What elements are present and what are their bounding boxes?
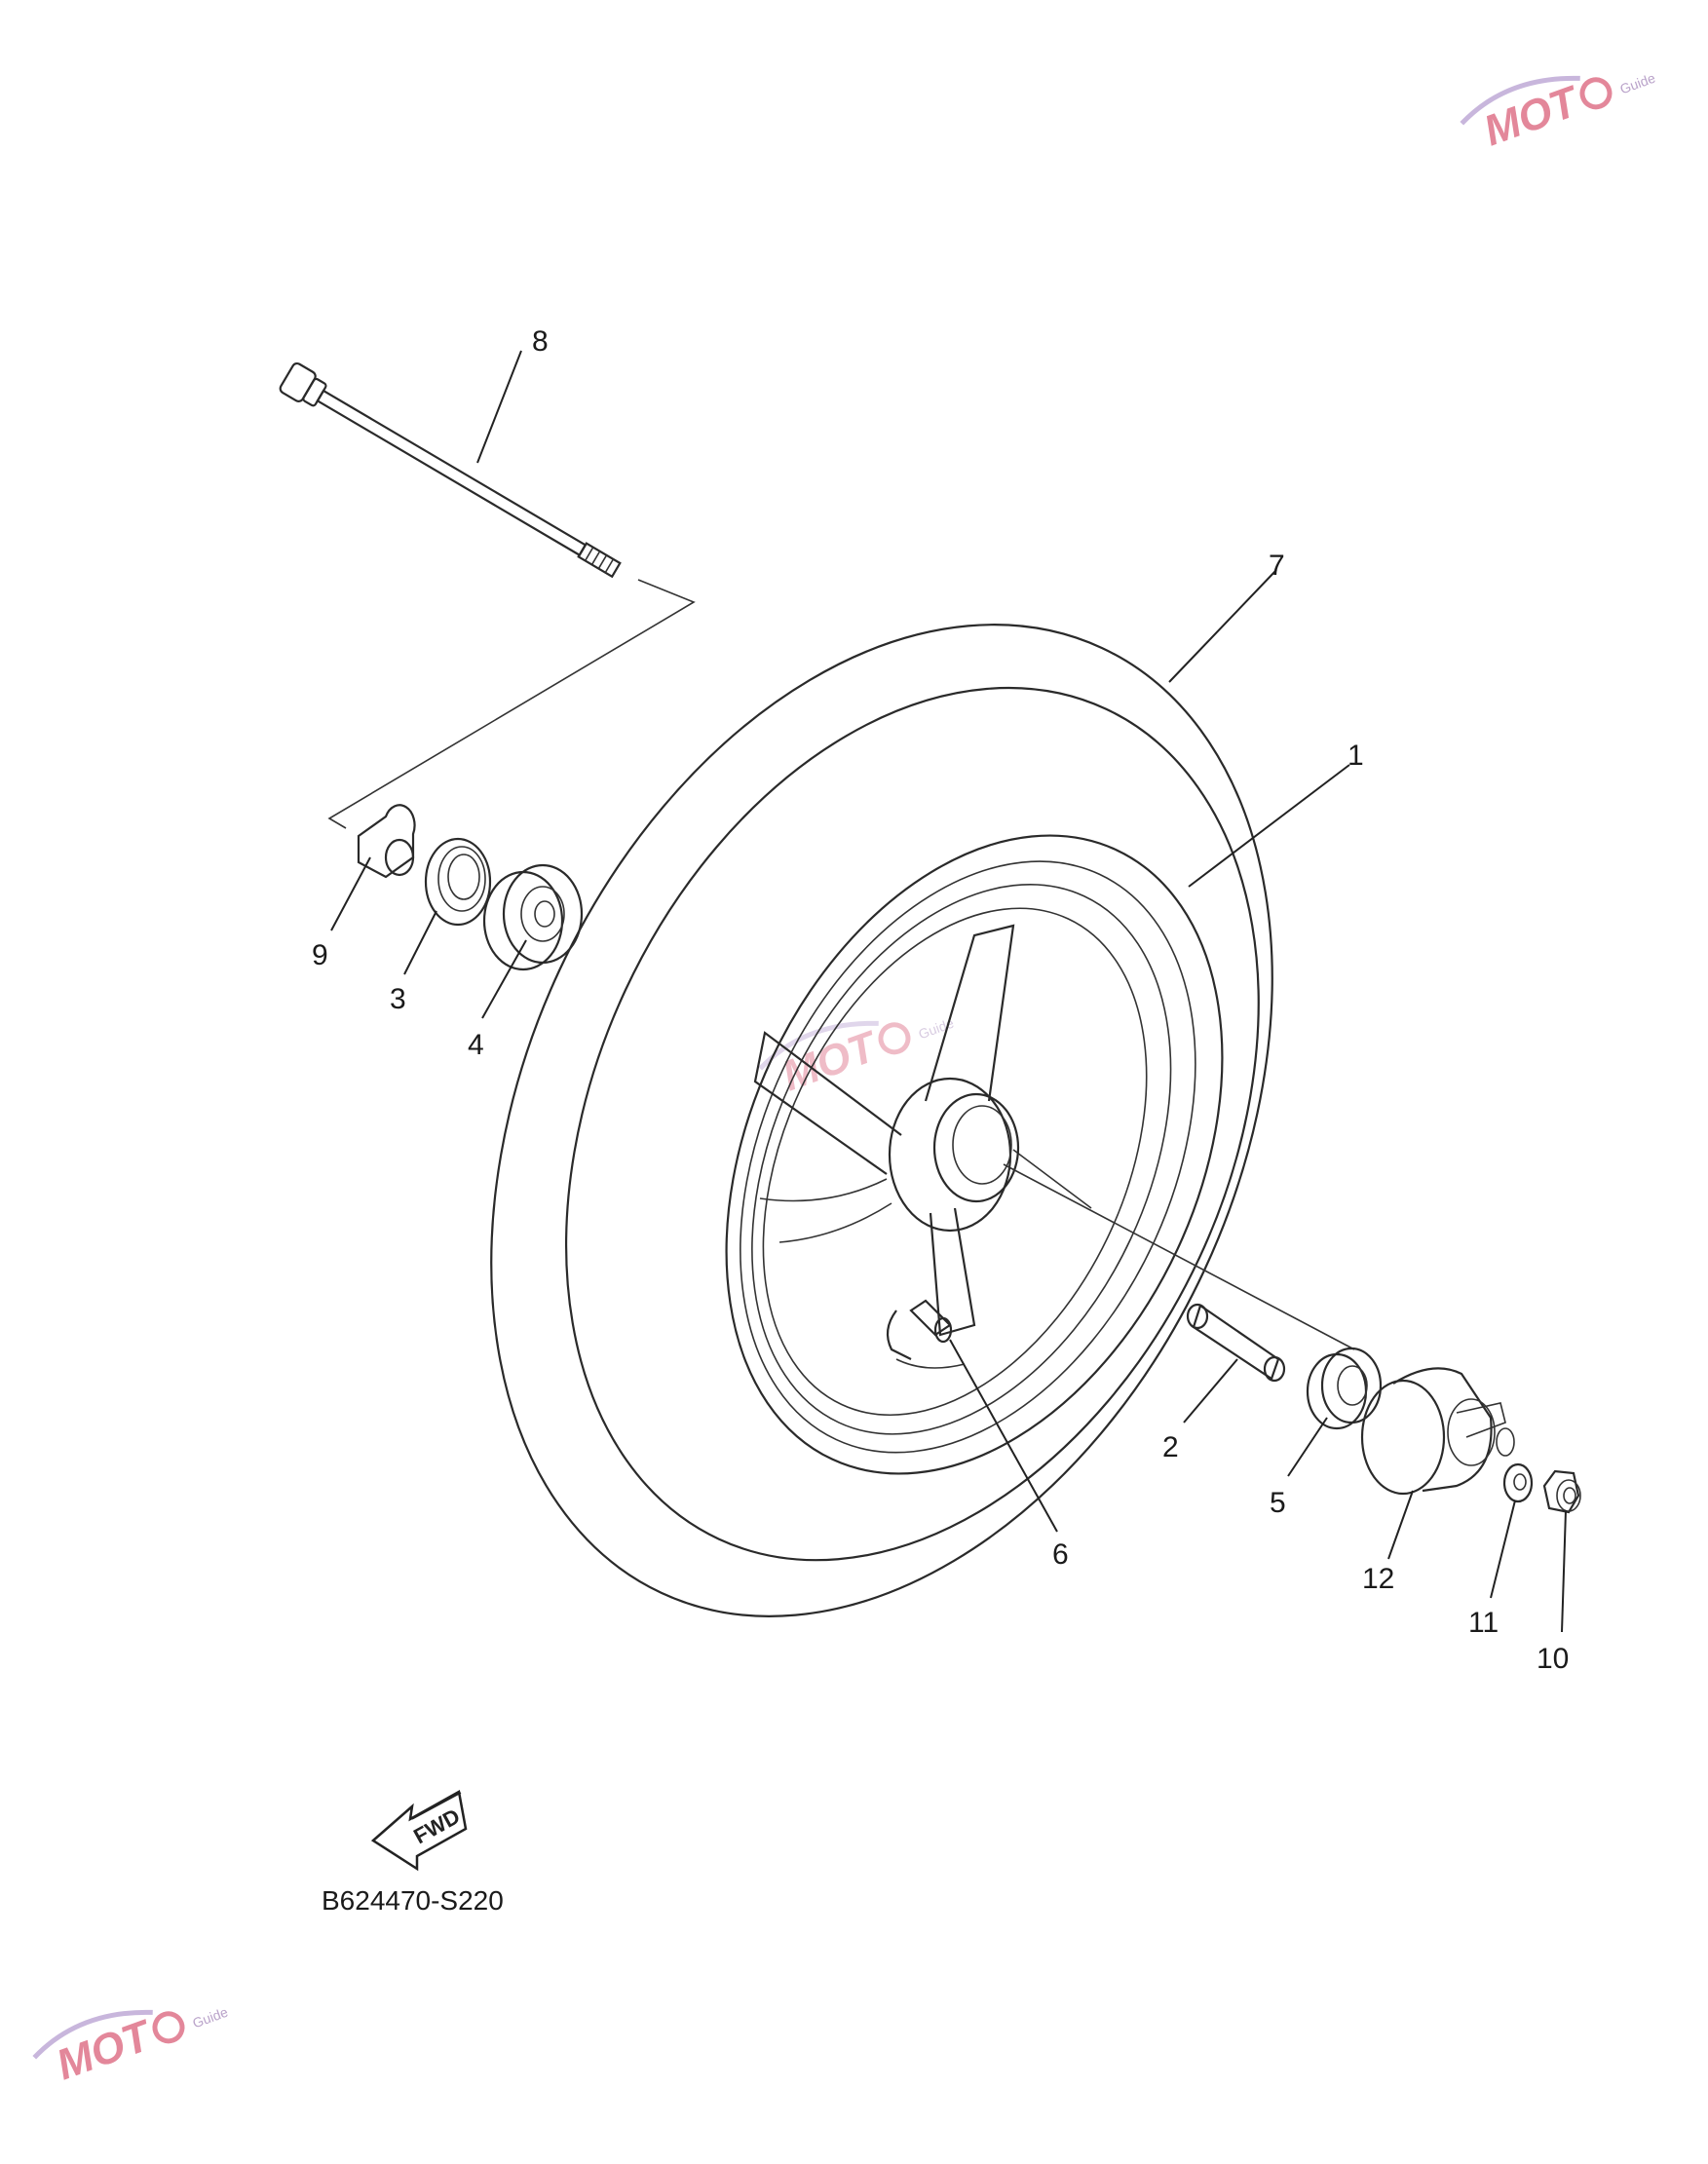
callout-7: 7 [1269, 550, 1285, 582]
part-10-nut [1542, 1469, 1581, 1514]
watermark-brand: MOT [777, 1022, 886, 1101]
part-2-spacer [1186, 1303, 1286, 1383]
callout-4: 4 [468, 1029, 484, 1061]
watermark-brand: MOT [1478, 77, 1587, 156]
forward-arrow-icon: FWD [370, 1790, 468, 1872]
callout-12: 12 [1362, 1563, 1394, 1595]
callout-2: 2 [1162, 1431, 1179, 1463]
part-11-washer [1502, 1462, 1534, 1503]
watermark-sub: Guide [190, 2004, 230, 2031]
part-5-bearing [1306, 1347, 1383, 1430]
callout-10: 10 [1537, 1643, 1569, 1675]
callout-6: 6 [1052, 1538, 1069, 1571]
watermark-brand: MOT [51, 2011, 160, 2090]
callout-1: 1 [1347, 740, 1364, 772]
part-4-bearing [482, 862, 584, 971]
callout-11: 11 [1468, 1607, 1499, 1639]
watermark-bottom-left: MOT Guide [32, 2004, 230, 2090]
leader-lines [330, 350, 1567, 1633]
part-8-axle-bolt [279, 361, 622, 579]
diagram-code: B624470-S220 [322, 1885, 504, 1916]
part-12-meter-gear-unit [1360, 1367, 1515, 1496]
part-1-wheel-rim [725, 834, 1224, 1475]
callout-3: 3 [390, 983, 406, 1015]
part-6-valve [886, 1299, 966, 1369]
callout-8: 8 [532, 325, 549, 358]
callout-9: 9 [312, 939, 328, 971]
watermark-top-right: MOT Guide [1460, 70, 1657, 156]
watermark-sub: Guide [1617, 70, 1657, 97]
gear-icon [878, 1022, 911, 1055]
part-3-oil-seal [424, 837, 492, 927]
gear-icon [1579, 77, 1613, 110]
part-9-collar [357, 804, 416, 879]
alignment-line-axle-right [1003, 1163, 1355, 1350]
gear-icon [152, 2011, 185, 2044]
callout-5: 5 [1270, 1487, 1286, 1519]
alignment-line-axle [327, 579, 696, 829]
